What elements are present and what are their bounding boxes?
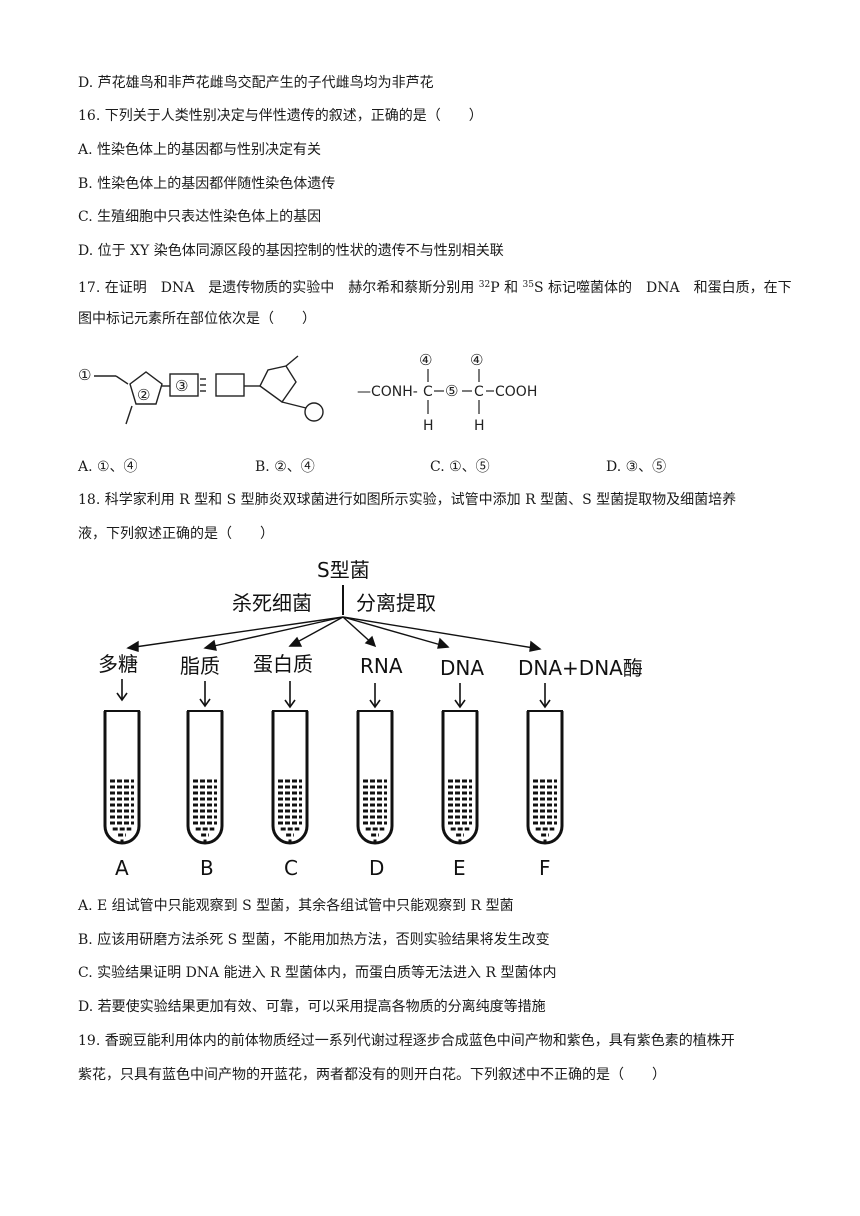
test-tube-f [526, 711, 564, 845]
formula-c-left: C [423, 384, 433, 400]
q17-stem-part1: 17. 在证明 DNA 是遗传物质的实验中 赫尔希和蔡斯分别用 [78, 280, 479, 296]
q19-stem-line2: 紫花，只具有蓝色中间产物的开蓝花，两者都没有的则开白花。下列叙述中不正确的是（ … [78, 1067, 666, 1083]
formula-h-left: H [423, 418, 434, 434]
q18-option-b: B. 应该用研磨方法杀死 S 型菌，不能用加热方法，否则实验结果将发生改变 [78, 932, 550, 948]
label-4-right: ④ [470, 351, 483, 369]
q16-option-b: B. 性染色体上的基因都伴随性染色体遗传 [78, 176, 336, 192]
base-box-right [215, 373, 245, 397]
label-lipid: 脂质 [180, 654, 220, 678]
q17-option-d: D. ③、⑤ [606, 459, 667, 475]
phosphate-sugar-bond [115, 375, 129, 385]
q15-option-d: D. 芦花雄鸟和非芦花雌鸟交配产生的子代雌鸟均为非芦花 [78, 75, 434, 91]
test-tube-b [186, 711, 224, 845]
q18-stem-line2: 液，下列叙述正确的是（ ） [78, 526, 274, 542]
test-tube-c [271, 711, 309, 845]
tube-label-d: D [369, 856, 384, 880]
q17-options: A. ①、④ B. ②、④ C. ①、⑤ D. ③、⑤ [78, 456, 778, 476]
q16-stem: 16. 下列关于人类性别决定与伴性遗传的叙述，正确的是（ ） [78, 108, 483, 124]
tube-label-b: B [200, 856, 214, 880]
label-dna-plus-dnase: DNA+DNA酶 [518, 656, 643, 680]
formula-cooh: COOH [495, 384, 537, 400]
q18-figure: S型菌 杀死细菌 分离提取 多糖 脂质 蛋白质 RNA DNA DNA+DNA酶… [98, 558, 643, 880]
tube-label-f: F [539, 856, 551, 880]
sugar-tail-left [125, 405, 133, 425]
q17-stem-part2: P 和 [490, 280, 523, 296]
tube-label-a: A [115, 856, 129, 880]
q18-option-c: C. 实验结果证明 DNA 能进入 R 型菌体内，而蛋白质等无法进入 R 型菌体… [78, 965, 557, 981]
phosphate-bond-right [281, 401, 307, 409]
test-tube-a [103, 711, 141, 845]
test-tube-d [356, 711, 394, 845]
label-4-left: ④ [419, 351, 432, 369]
q17-figure: ① ② ③ —CONH- C ④ H ⑤ C ④ H COOH [78, 351, 537, 434]
label-3: ③ [175, 377, 188, 395]
q17-stem-line2: 图中标记元素所在部位依次是（ ） [78, 311, 316, 327]
formula-c-right: C [474, 384, 484, 400]
label-2: ② [137, 386, 150, 404]
sugar-tail-right [285, 355, 299, 367]
tube-label-e: E [453, 856, 466, 880]
phosphate-circle [304, 402, 324, 422]
q17-option-c: C. ①、⑤ [430, 459, 490, 475]
kill-bacteria-label: 杀死细菌 [232, 591, 312, 615]
label-1: ① [78, 366, 91, 384]
q17-sup-32: 32 [478, 280, 491, 290]
q17-stem-part3: S 标记噬菌体的 DNA 和蛋白质，在下 [533, 280, 792, 296]
q17-option-a: A. ①、④ [78, 459, 138, 475]
q17-sup-35: 35 [522, 280, 534, 290]
label-protein: 蛋白质 [253, 652, 313, 676]
base-box-left [169, 373, 199, 397]
formula-h-right: H [474, 418, 485, 434]
q19-stem-line1: 19. 香豌豆能利用体内的前体物质经过一系列代谢过程逐步合成蓝色中间产物和紫色，… [78, 1033, 735, 1049]
label-5: ⑤ [445, 382, 458, 400]
q18-stem-line1: 18. 科学家利用 R 型和 S 型肺炎双球菌进行如图所示实验，试管中添加 R … [78, 492, 737, 508]
deoxyribose-pentagon-right [259, 365, 297, 403]
label-dna: DNA [440, 656, 484, 680]
q16-option-a: A. 性染色体上的基因都与性别决定有关 [78, 142, 322, 158]
down-arrows [116, 679, 551, 709]
label-rna: RNA [360, 654, 403, 678]
formula-conh: —CONH- [357, 384, 418, 400]
branch-arrows [126, 616, 542, 652]
test-tube-e [441, 711, 479, 845]
deoxyribose-pentagon-left [129, 371, 163, 405]
label-polysaccharide: 多糖 [98, 652, 138, 676]
hydrogen-bonds [200, 378, 206, 392]
q16-option-d: D. 位于 XY 染色体同源区段的基因控制的性状的遗传不与性别相关联 [78, 243, 504, 259]
test-tubes [103, 710, 564, 845]
q17-stem: 17. 在证明 DNA 是遗传物质的实验中 赫尔希和蔡斯分别用 32P 和 35… [78, 275, 792, 298]
q18-option-a: A. E 组试管中只能观察到 S 型菌，其余各组试管中只能观察到 R 型菌 [78, 898, 514, 914]
q17-option-b: B. ②、④ [255, 459, 315, 475]
q16-option-c: C. 生殖细胞中只表达性染色体上的基因 [78, 209, 322, 225]
tube-label-c: C [284, 856, 298, 880]
separate-extract-label: 分离提取 [356, 591, 436, 615]
q18-option-d: D. 若要使实验结果更加有效、可靠，可以采用提高各物质的分离纯度等措施 [78, 999, 546, 1015]
s-type-bacteria-label: S型菌 [317, 558, 370, 582]
